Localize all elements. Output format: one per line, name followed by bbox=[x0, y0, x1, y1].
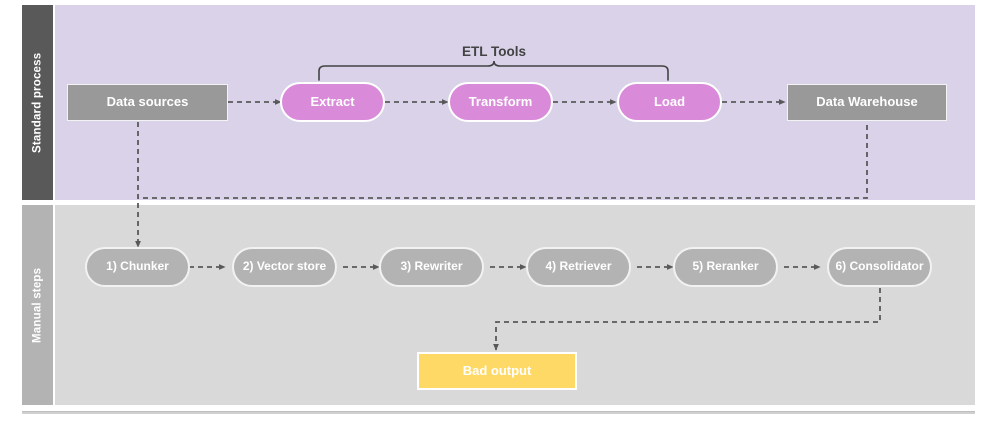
node-chunker[interactable]: 1) Chunker bbox=[85, 247, 190, 287]
node-transform[interactable]: Transform bbox=[448, 82, 553, 122]
bottom-divider bbox=[22, 411, 975, 414]
node-vector-store[interactable]: 2) Vector store bbox=[232, 247, 337, 287]
etl-tools-label: ETL Tools bbox=[462, 44, 526, 59]
node-rewriter[interactable]: 3) Rewriter bbox=[379, 247, 484, 287]
node-label-vector-store: 2) Vector store bbox=[242, 259, 327, 274]
node-label-chunker: 1) Chunker bbox=[106, 259, 169, 274]
node-label-reranker: 5) Reranker bbox=[692, 259, 759, 274]
node-label-load: Load bbox=[653, 93, 686, 109]
node-label-transform: Transform bbox=[468, 93, 533, 109]
node-label-data-sources: Data sources bbox=[106, 94, 189, 110]
node-label-data-warehouse: Data Warehouse bbox=[816, 94, 918, 110]
node-load[interactable]: Load bbox=[617, 82, 722, 122]
node-bad-output[interactable]: Bad output bbox=[417, 352, 577, 390]
node-extract[interactable]: Extract bbox=[280, 82, 385, 122]
swimlane-label-standard-process: Standard process bbox=[31, 52, 44, 153]
node-data-warehouse[interactable]: Data Warehouse bbox=[787, 84, 947, 121]
node-label-rewriter: 3) Rewriter bbox=[400, 259, 463, 274]
swimlane-label-manual-steps: Manual steps bbox=[31, 267, 44, 343]
node-label-bad-output: Bad output bbox=[462, 362, 532, 378]
node-label-extract: Extract bbox=[310, 93, 355, 109]
node-reranker[interactable]: 5) Reranker bbox=[673, 247, 778, 287]
node-retriever[interactable]: 4) Retriever bbox=[526, 247, 631, 287]
node-label-retriever: 4) Retriever bbox=[545, 259, 612, 274]
swimlane-header-standard-process: Standard process bbox=[22, 5, 53, 200]
node-label-consolidator: 6) Consolidator bbox=[835, 259, 924, 274]
node-data-sources[interactable]: Data sources bbox=[67, 84, 228, 121]
swimlane-header-manual-steps: Manual steps bbox=[22, 205, 53, 405]
node-consolidator[interactable]: 6) Consolidator bbox=[827, 247, 932, 287]
